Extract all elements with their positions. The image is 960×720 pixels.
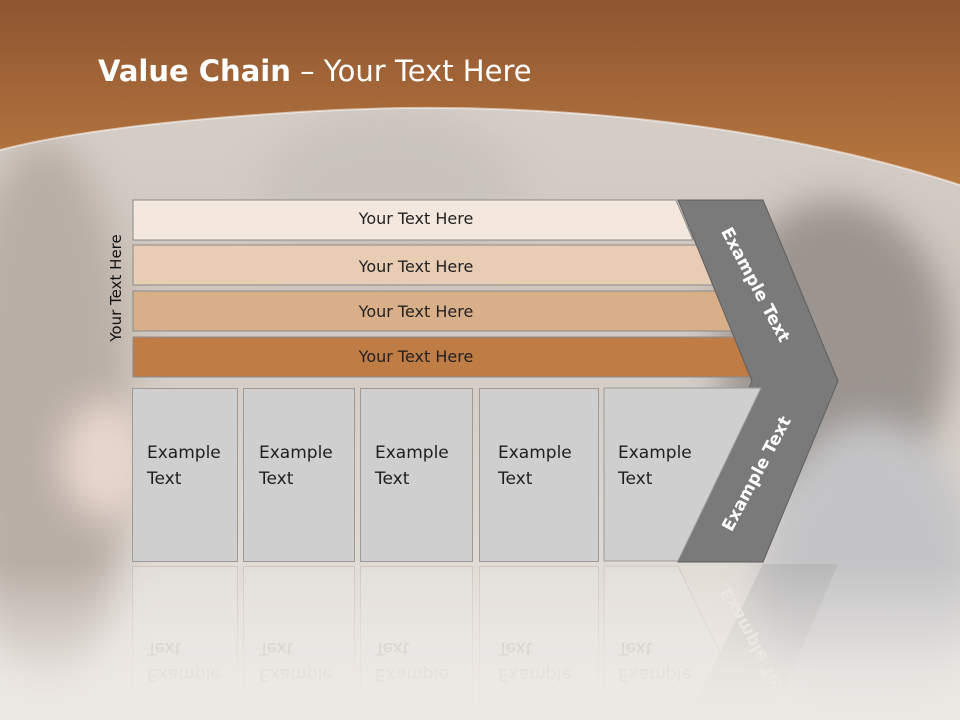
activity-text-5-line1: Example — [618, 443, 692, 463]
activity-text-5-line2: Text — [618, 469, 653, 489]
activity-text-1-line2: Text — [147, 469, 182, 489]
reflection-fade — [0, 564, 960, 720]
activity-text-3-line2: Text — [375, 469, 410, 489]
page-title: Value Chain – Your Text Here — [98, 54, 532, 88]
activity-text-2-line1: Example — [259, 443, 333, 463]
bar-1[interactable] — [132, 199, 694, 241]
bar-label-3: Your Text Here — [358, 302, 474, 321]
header-band — [0, 0, 960, 186]
title-bold: Value Chain — [98, 54, 291, 88]
activity-box-1[interactable] — [132, 388, 238, 562]
activity-text-3-line1: Example — [375, 443, 449, 463]
activity-text-2-line2: Text — [259, 469, 294, 489]
activity-text-4-line1: Example — [498, 443, 572, 463]
activity-box-3[interactable] — [360, 388, 473, 562]
activity-text-4-line2: Text — [498, 469, 533, 489]
bar-label-4: Your Text Here — [358, 347, 474, 366]
title-rest: – Your Text Here — [290, 54, 532, 88]
activity-text-1-line1: Example — [147, 443, 221, 463]
bar-label-1: Your Text Here — [358, 209, 474, 228]
activity-box-2[interactable] — [243, 388, 355, 562]
activity-box-4[interactable] — [479, 388, 599, 562]
activity-box-5[interactable] — [603, 387, 763, 563]
bar-label-2: Your Text Here — [358, 257, 474, 276]
